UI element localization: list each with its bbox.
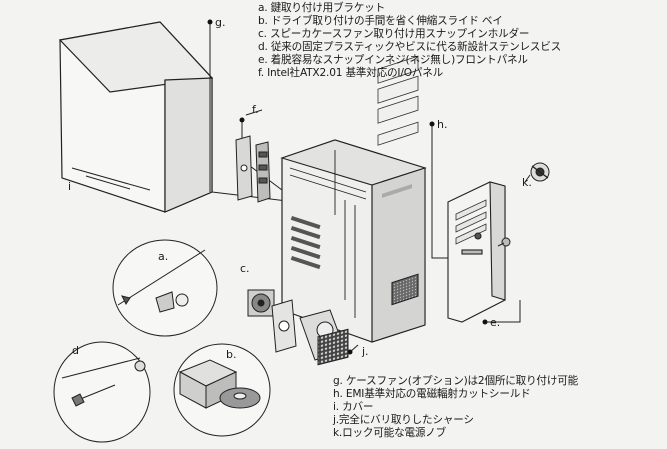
callout-g: g. (215, 16, 226, 29)
chassis (280, 55, 427, 343)
callout-i: i (68, 180, 72, 193)
inset-drive-bay (173, 343, 271, 437)
lock-knob (530, 162, 550, 182)
legend-item-b: b. ドライブ取り付けの手間を省く伸縮スライド ベイ (258, 15, 503, 27)
callout-c: c. (240, 262, 250, 275)
legend-item-f: f. Intel社ATX2.01 基準対応のI/Oパネル (258, 67, 444, 79)
io-panel (235, 135, 271, 203)
callout-a: a. (158, 250, 169, 263)
cover-panel (58, 21, 214, 213)
callout-e: e. (490, 316, 501, 329)
legend-item-e: e. 着脱容易なスナップインネジ(ネジ無し)フロントパネル (258, 54, 528, 66)
fan-holder (247, 289, 297, 353)
legend-item-j: j.完全にバリ取りしたシャーシ (333, 414, 474, 426)
front-screw (497, 237, 511, 247)
callout-d: d (72, 344, 79, 357)
front-panel (447, 181, 506, 323)
legend-item-h: h. EMI基準対応の電磁輻射カットシールド (333, 388, 531, 400)
inset-bracket (112, 239, 218, 337)
legend-bottom: g. ケースファン(オプション)は2個所に取り付け可能 h. EMI基準対応の電… (333, 375, 578, 440)
fan-grill (317, 328, 349, 366)
inset-screw (53, 341, 151, 443)
legend-item-c: c. スピーカケースファン取り付け用スナップインホルダー (258, 28, 530, 40)
callout-f: f. (252, 103, 259, 116)
callout-k: k. (522, 176, 532, 189)
legend-item-d: d. 従来の固定プラスティックやビスに代る新設計ステンレスビス (258, 41, 562, 53)
legend-item-g: g. ケースファン(オプション)は2個所に取り付け可能 (333, 375, 579, 387)
legend-top: a. 鍵取り付け用ブラケット b. ドライブ取り付けの手間を省く伸縮スライド ベ… (258, 2, 561, 80)
legend-item-a: a. 鍵取り付け用ブラケット (258, 2, 385, 14)
legend-item-k: k.ロック可能な電源ノブ (333, 427, 447, 439)
callout-b: b. (226, 348, 237, 361)
callout-h: h. (437, 118, 448, 131)
legend-item-i: i. カバー (333, 401, 374, 413)
callout-j: j. (362, 345, 369, 358)
